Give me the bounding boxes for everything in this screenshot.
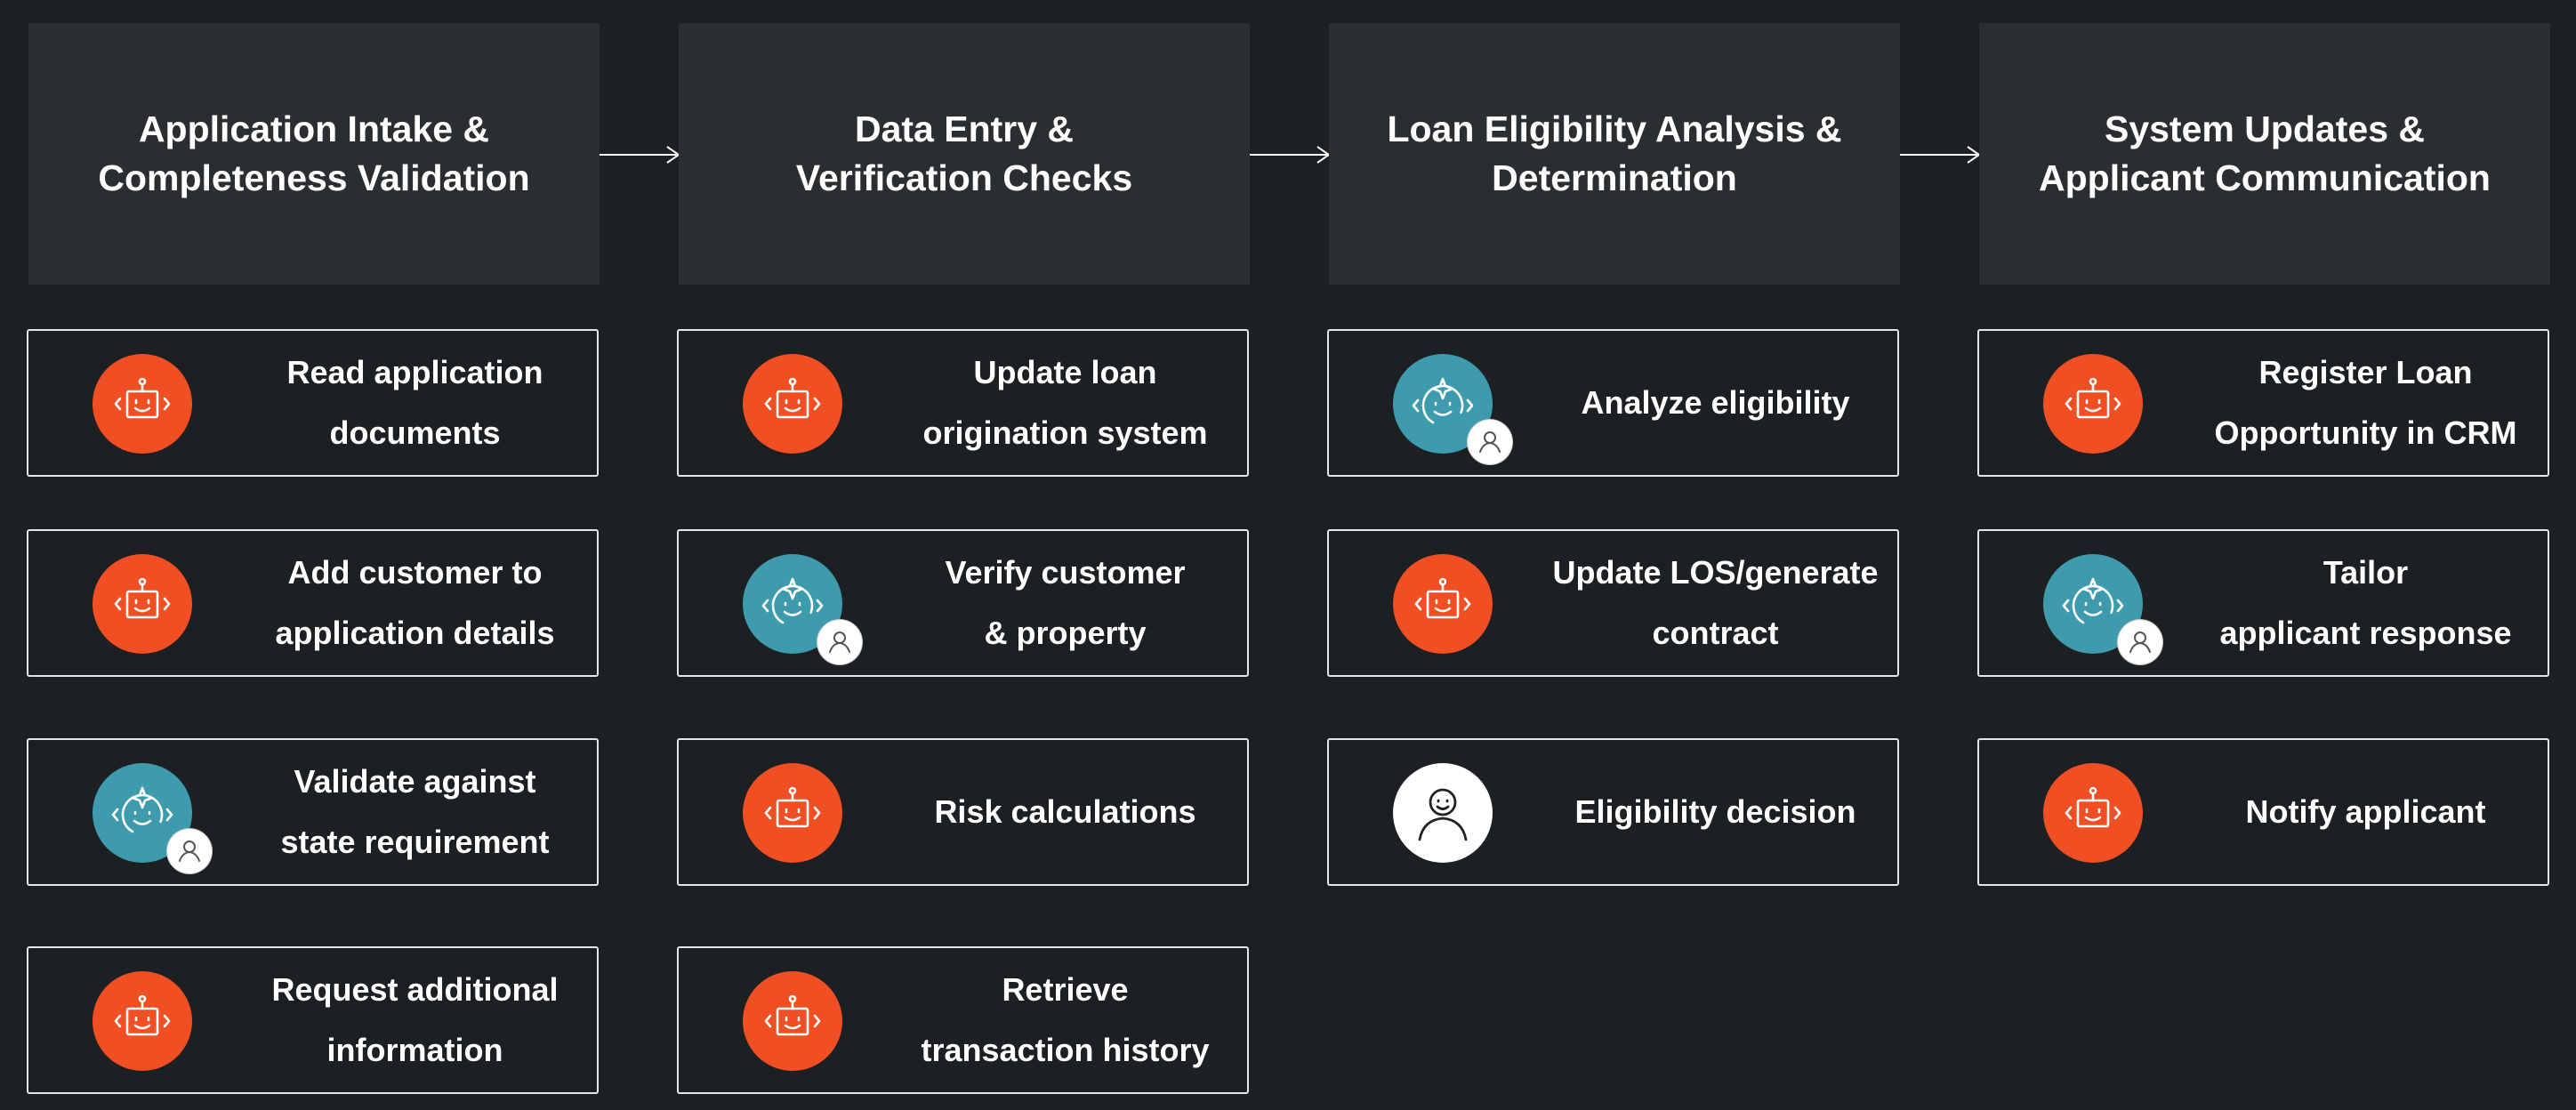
robot-icon [743, 971, 842, 1071]
task-card: Risk calculations [677, 738, 1249, 886]
stage-header: Application Intake & Completeness Valida… [28, 23, 600, 285]
robot-icon [1393, 554, 1493, 654]
task-icon [2043, 763, 2168, 870]
stage-title: Application Intake & Completeness Valida… [98, 109, 530, 198]
task-card: Tailor applicant response [1977, 529, 2549, 677]
task-card: Analyze eligibility [1327, 329, 1899, 477]
human-in-loop-badge-icon [167, 829, 212, 873]
task-label: Eligibility decision [1574, 792, 1856, 830]
task-card: Request additional information [27, 946, 599, 1094]
robot-icon [2043, 354, 2143, 454]
task-label: Validate against state requirement [280, 762, 550, 860]
flow-arrow-icon [1250, 146, 1331, 164]
task-icon [1393, 763, 1517, 870]
robot-icon [743, 354, 842, 454]
task-card: Notify applicant [1977, 738, 2549, 886]
task-icon [93, 971, 217, 1078]
stage-title: Loan Eligibility Analysis & Determinatio… [1387, 109, 1842, 198]
task-card: Verify customer & property [677, 529, 1249, 677]
task-label: Notify applicant [2245, 792, 2486, 830]
task-icon [743, 763, 867, 870]
task-icon [2043, 354, 2168, 461]
task-card: Add customer to application details [27, 529, 599, 677]
task-label: Read application documents [286, 353, 543, 451]
task-label: Retrieve transaction history [921, 970, 1210, 1068]
flow-arrow-icon [600, 146, 680, 164]
flow-arrow-icon [1900, 146, 1981, 164]
task-label: Request additional information [271, 970, 559, 1068]
stage-header: System Updates & Applicant Communication [1979, 23, 2550, 285]
task-icon [1393, 554, 1517, 661]
task-icon [93, 763, 217, 873]
task-icon [93, 554, 217, 661]
task-label: Risk calculations [934, 792, 1196, 830]
human-in-loop-badge-icon [2118, 620, 2162, 664]
task-label: Analyze eligibility [1581, 383, 1850, 421]
task-icon [743, 354, 867, 461]
task-label: Verify customer & property [945, 553, 1186, 651]
robot-icon [93, 354, 192, 454]
stage-title: System Updates & Applicant Communication [2039, 109, 2491, 198]
task-card: Retrieve transaction history [677, 946, 1249, 1094]
robot-icon [93, 554, 192, 654]
stage-header: Loan Eligibility Analysis & Determinatio… [1329, 23, 1900, 285]
task-card: Update LOS/generate contract [1327, 529, 1899, 677]
task-card: Eligibility decision [1327, 738, 1899, 886]
task-card: Validate against state requirement [27, 738, 599, 886]
human-in-loop-badge-icon [817, 620, 862, 664]
robot-icon [743, 763, 842, 863]
task-label: Register Loan Opportunity in CRM [2214, 353, 2517, 451]
task-icon [93, 354, 217, 461]
task-card: Update loan origination system [677, 329, 1249, 477]
task-icon [1393, 354, 1517, 464]
task-label: Update loan origination system [922, 353, 1208, 451]
stage-title: Data Entry & Verification Checks [795, 109, 1133, 198]
task-label: Add customer to application details [275, 553, 555, 651]
stage-header: Data Entry & Verification Checks [679, 23, 1250, 285]
task-label: Tailor applicant response [2219, 553, 2512, 651]
task-label: Update LOS/generate contract [1552, 553, 1879, 651]
human-in-loop-badge-icon [1468, 420, 1512, 464]
task-icon [743, 971, 867, 1078]
task-icon [743, 554, 867, 664]
task-card: Register Loan Opportunity in CRM [1977, 329, 2549, 477]
human-icon [1393, 763, 1493, 863]
task-icon [2043, 554, 2168, 664]
task-card: Read application documents [27, 329, 599, 477]
robot-icon [2043, 763, 2143, 863]
robot-icon [93, 971, 192, 1071]
